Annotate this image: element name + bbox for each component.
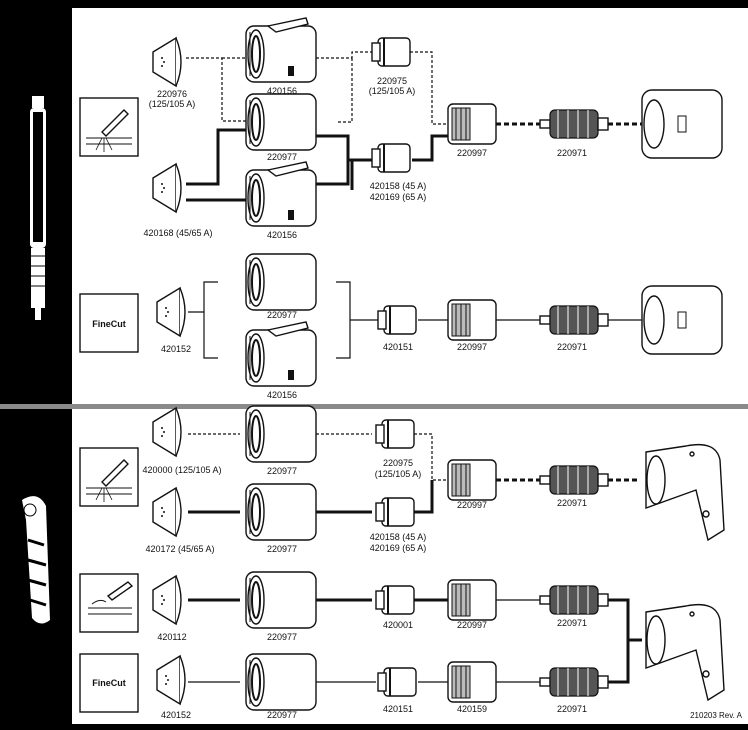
part-label-220997: 220997 (457, 620, 487, 630)
retaining-cap-icon (246, 572, 316, 628)
part-label-220971: 220971 (557, 498, 587, 508)
shield-icon (157, 288, 185, 336)
connector (608, 640, 628, 682)
shield-icon (157, 656, 185, 704)
part-label-220976: 220976 (157, 89, 187, 99)
part-label-420169: 420169 (65 A) (370, 192, 427, 202)
swirl-ring-icon (540, 110, 608, 138)
shield-icon (153, 38, 181, 86)
nozzle-icon (378, 668, 416, 696)
nozzle-icon (372, 38, 410, 66)
part-label-220997: 220997 (457, 500, 487, 510)
swirl-ring-icon (540, 668, 608, 696)
retaining-cap-icon (246, 254, 316, 310)
mechanized-cutting-icon (80, 98, 138, 156)
part-label-420168: 420168 (45/65 A) (143, 228, 212, 238)
torch-head-icon (646, 605, 724, 700)
shield-icon (153, 576, 181, 624)
part-label-420159: 420159 (457, 704, 487, 714)
part-label-220976-amps: (125/105 A) (149, 99, 196, 109)
revision-label: 210203 Rev. A (690, 711, 743, 720)
connector (608, 600, 642, 640)
part-label-420156: 420156 (267, 390, 297, 400)
part-label-220997: 220997 (457, 342, 487, 352)
retaining-cap-icon (246, 322, 316, 386)
part-label-220975-amps: (125/105 A) (375, 469, 422, 479)
retaining-cap-icon (246, 18, 316, 82)
connector (188, 282, 218, 358)
connector (316, 160, 348, 184)
part-label-220971: 220971 (557, 148, 587, 158)
connector (316, 52, 372, 58)
connector (414, 480, 432, 512)
shield-icon (153, 164, 181, 212)
part-label-220977: 220977 (267, 632, 297, 642)
retaining-cap-icon (246, 406, 316, 462)
part-label-220977: 220977 (267, 466, 297, 476)
nozzle-icon (378, 306, 416, 334)
torch-head-icon (642, 90, 722, 158)
part-label-220971: 220971 (557, 618, 587, 628)
retaining-cap-icon (246, 94, 316, 150)
part-label-420152: 420152 (161, 710, 191, 720)
electrode-icon (448, 104, 496, 144)
part-label-220977: 220977 (267, 152, 297, 162)
part-label-220997: 220997 (457, 148, 487, 158)
part-label-220975: 220975 (383, 458, 413, 468)
retaining-cap-icon (246, 162, 316, 226)
part-label-220971: 220971 (557, 342, 587, 352)
gouging-icon (80, 574, 138, 632)
top-border (0, 0, 748, 8)
nozzle-icon (376, 586, 414, 614)
shield-icon (153, 488, 181, 536)
part-label-420158: 420158 (45 A) (370, 532, 427, 542)
electrode-icon (448, 580, 496, 620)
part-label-220977: 220977 (267, 310, 297, 320)
swirl-ring-icon (540, 586, 608, 614)
part-label-220971: 220971 (557, 704, 587, 714)
electrode-icon (448, 460, 496, 500)
retaining-cap-icon (246, 484, 316, 540)
part-label-420001: 420001 (383, 620, 413, 630)
connector (412, 136, 448, 160)
part-label-220975: 220975 (377, 76, 407, 86)
torch-head-icon (646, 445, 724, 540)
part-label-420152: 420152 (161, 344, 191, 354)
part-label-420169: 420169 (65 A) (370, 543, 427, 553)
part-label-420000: 420000 (125/105 A) (142, 465, 221, 475)
electrode-icon (448, 300, 496, 340)
part-label-220975-amps: (125/105 A) (369, 86, 416, 96)
hand-torch-icon (30, 96, 46, 320)
section-divider (0, 404, 748, 409)
mechanized-cutting-icon (80, 448, 138, 506)
connector (316, 136, 372, 160)
part-label-420151: 420151 (383, 704, 413, 714)
nozzle-icon (376, 420, 414, 448)
finecut-logo-text: FineCut (92, 678, 126, 688)
retaining-cap-icon (246, 654, 316, 710)
nozzle-icon (372, 144, 410, 172)
part-label-220977: 220977 (267, 710, 297, 720)
bottom-border (0, 724, 748, 730)
part-label-420156: 420156 (267, 230, 297, 240)
connector (338, 58, 352, 122)
shield-icon (153, 408, 181, 456)
part-label-220977: 220977 (267, 544, 297, 554)
part-label-420151: 420151 (383, 342, 413, 352)
part-label-420172: 420172 (45/65 A) (145, 544, 214, 554)
electrode-icon (448, 662, 496, 702)
connector (186, 130, 246, 184)
swirl-ring-icon (540, 466, 608, 494)
connector (336, 282, 378, 358)
finecut-logo-text: FineCut (92, 319, 126, 329)
part-label-420158: 420158 (45 A) (370, 181, 427, 191)
swirl-ring-icon (540, 306, 608, 334)
connector (186, 58, 246, 121)
connector (410, 52, 448, 124)
nozzle-icon (376, 498, 414, 526)
part-label-420112: 420112 (157, 632, 186, 642)
torch-head-icon (642, 286, 722, 354)
